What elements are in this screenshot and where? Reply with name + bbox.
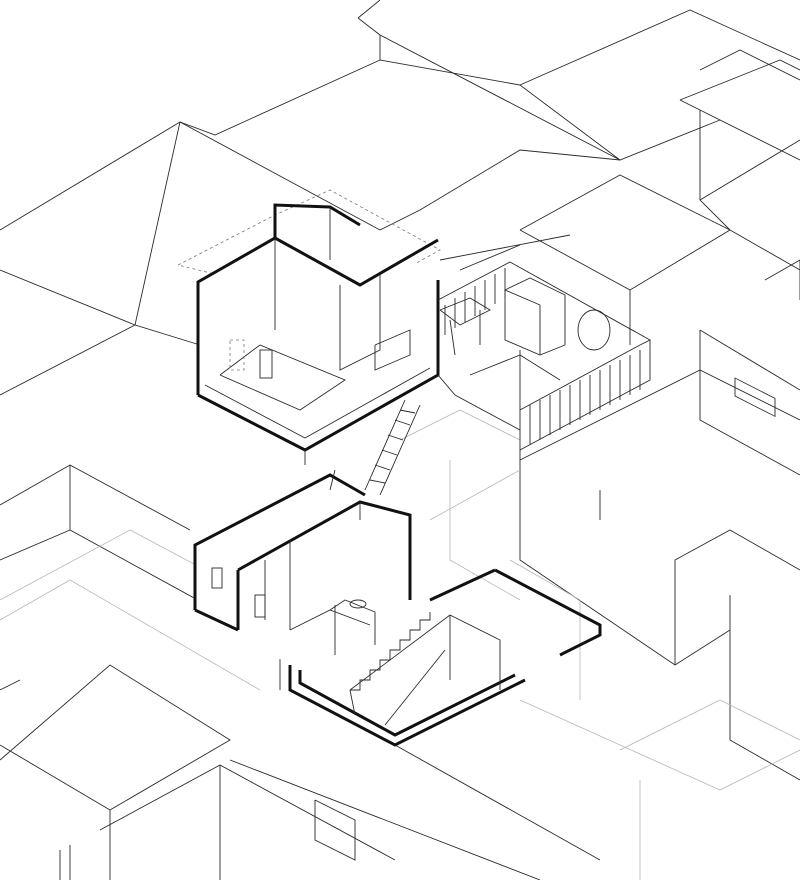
stairs <box>349 612 446 726</box>
ladder <box>364 399 421 496</box>
round-mirror <box>577 309 611 351</box>
shelf <box>504 277 566 356</box>
lower-room <box>193 473 412 665</box>
upper-room <box>176 189 441 465</box>
terrace-railing <box>444 268 641 445</box>
ground-lines <box>0 409 800 880</box>
stairwell <box>288 469 602 747</box>
terrace <box>437 234 651 460</box>
